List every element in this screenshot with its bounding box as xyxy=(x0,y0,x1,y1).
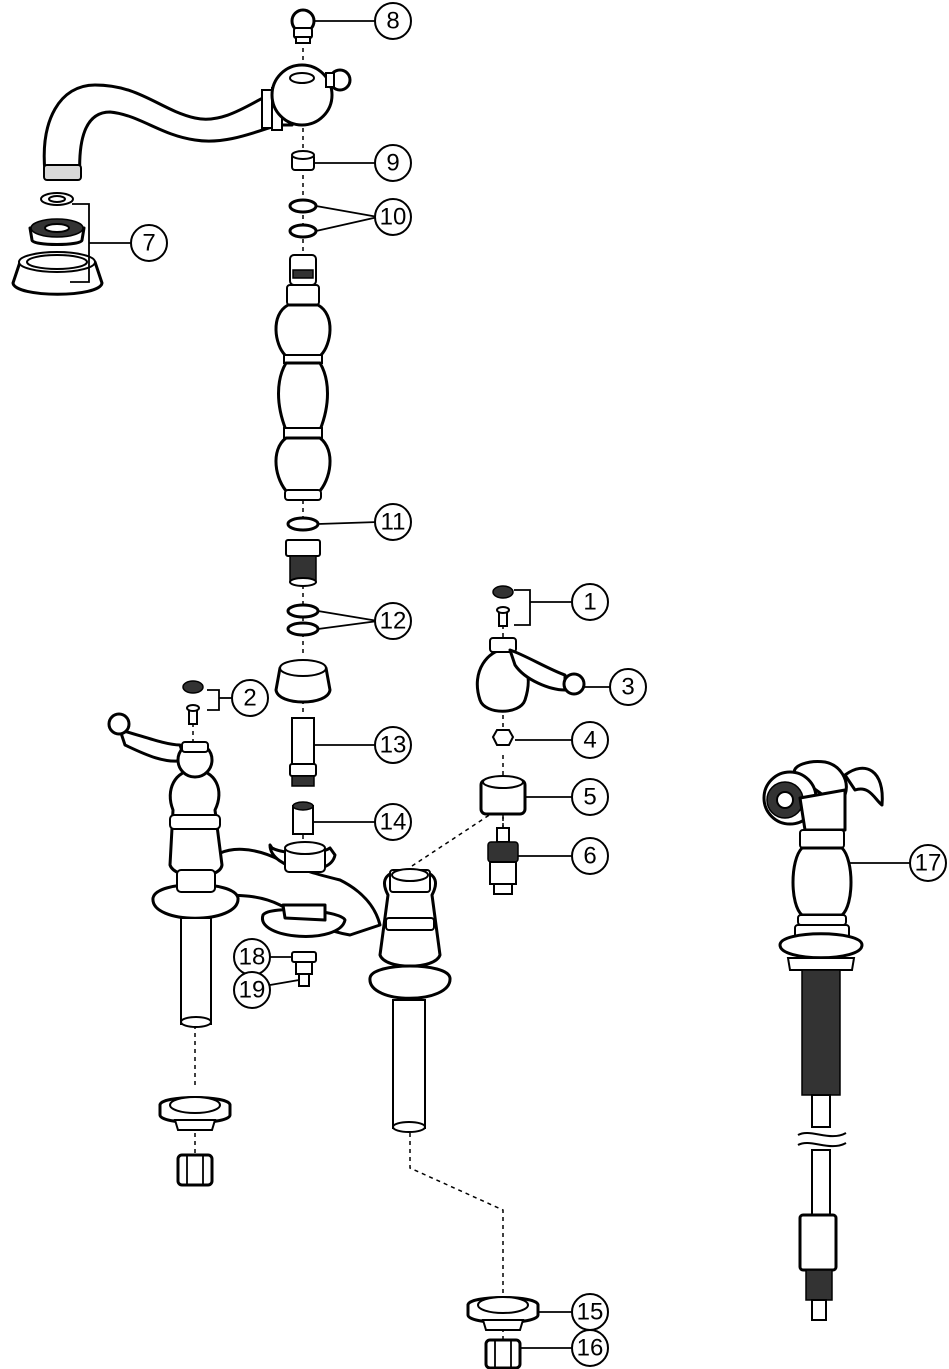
callout-11: 11 xyxy=(374,503,412,541)
callout-label: 6 xyxy=(583,843,596,870)
callout-label: 12 xyxy=(380,608,407,635)
callout-label: 18 xyxy=(239,944,266,971)
callout-label: 2 xyxy=(243,685,256,712)
bridge-body xyxy=(203,841,382,938)
aerator-assembly xyxy=(11,192,104,296)
left-screw-cap xyxy=(182,680,204,725)
callout-label: 16 xyxy=(577,1335,604,1362)
callout-19: 19 xyxy=(233,971,271,1009)
callout-16: 16 xyxy=(571,1329,609,1367)
callout-label: 10 xyxy=(380,204,407,231)
center-escutcheon xyxy=(274,659,332,704)
top-cap xyxy=(290,8,316,44)
callout-1: 1 xyxy=(571,583,609,621)
callout-label: 13 xyxy=(380,732,407,759)
callout-label: 8 xyxy=(386,8,399,35)
callout-7: 7 xyxy=(130,224,168,262)
right-valve-body xyxy=(368,868,452,1133)
spout-column xyxy=(274,254,332,501)
callout-18: 18 xyxy=(233,938,271,976)
diverter-bushing xyxy=(292,801,314,835)
leader-lines xyxy=(70,20,910,1349)
o-ring-middle xyxy=(286,516,320,532)
callout-label: 5 xyxy=(583,784,596,811)
callout-12: 12 xyxy=(374,602,412,640)
callout-10: 10 xyxy=(374,198,412,236)
callout-label: 17 xyxy=(915,850,942,877)
side-spray xyxy=(762,760,884,1321)
right-handle-assembly xyxy=(475,585,586,895)
callout-label: 9 xyxy=(386,150,399,177)
callout-2: 2 xyxy=(231,679,269,717)
diverter xyxy=(289,717,317,787)
connector xyxy=(285,539,321,587)
callout-5: 5 xyxy=(571,778,609,816)
callout-label: 14 xyxy=(380,809,407,836)
callout-6: 6 xyxy=(571,837,609,875)
bushing xyxy=(291,150,315,171)
callout-15: 15 xyxy=(571,1293,609,1331)
right-mount-parts xyxy=(466,1296,540,1369)
callout-label: 3 xyxy=(621,674,634,701)
callout-9: 9 xyxy=(374,144,412,182)
callout-label: 1 xyxy=(583,589,596,616)
callout-17: 17 xyxy=(909,844,947,882)
left-mount-parts xyxy=(158,1096,232,1187)
left-handle xyxy=(107,712,214,779)
callout-3: 3 xyxy=(609,668,647,706)
callout-label: 7 xyxy=(142,230,155,257)
callout-label: 4 xyxy=(583,727,596,754)
callout-13: 13 xyxy=(374,726,412,764)
callout-8: 8 xyxy=(374,2,412,40)
callout-label: 15 xyxy=(577,1299,604,1326)
left-valve-body xyxy=(151,768,240,1028)
callout-14: 14 xyxy=(374,803,412,841)
callout-label: 19 xyxy=(239,977,266,1004)
spout xyxy=(42,63,352,181)
callout-4: 4 xyxy=(571,721,609,759)
callout-label: 11 xyxy=(381,509,406,536)
